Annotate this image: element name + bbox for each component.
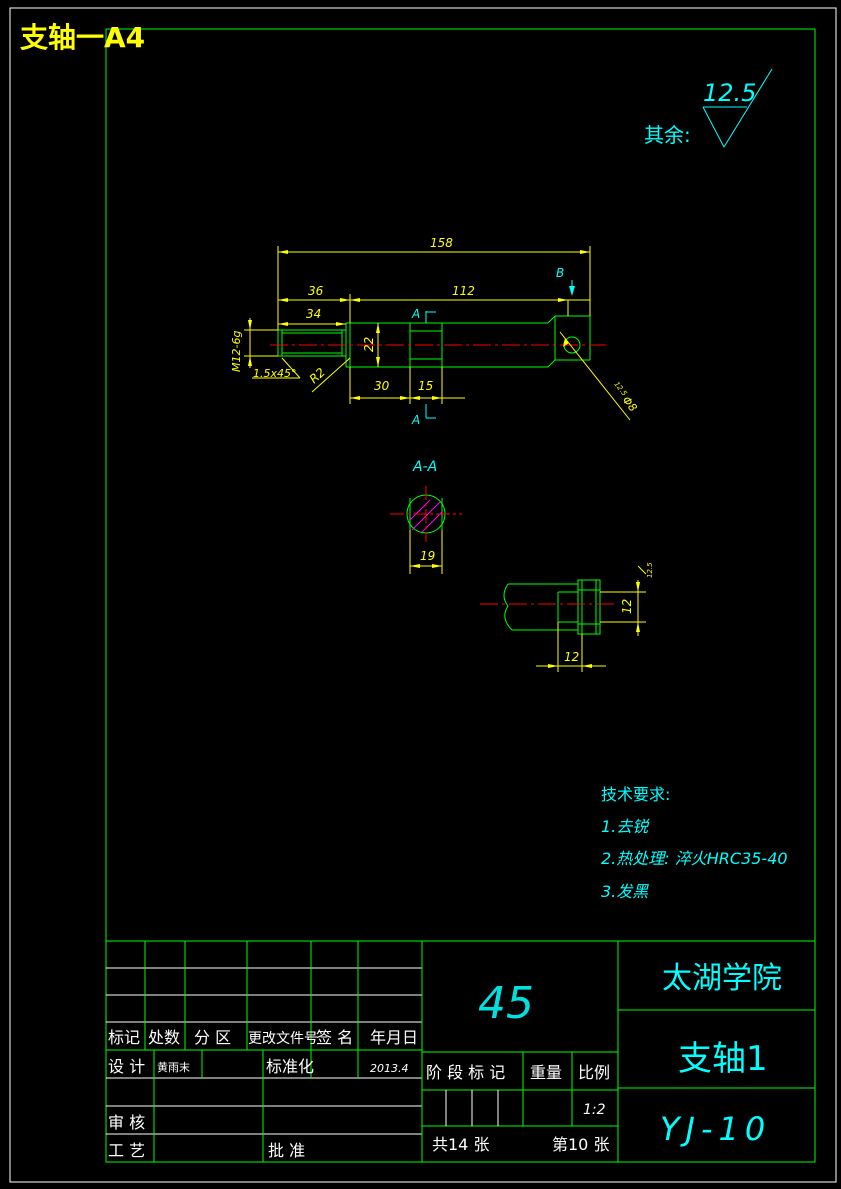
std-label: 标准化 bbox=[266, 1057, 314, 1076]
stage-label: 阶 段 标 记 bbox=[426, 1063, 505, 1082]
design-label: 设 计 bbox=[108, 1057, 145, 1076]
dim-fillet: R2 bbox=[307, 365, 328, 386]
roughness-symbol: 12.5 其余: bbox=[644, 68, 773, 148]
cut-marker-bottom: A bbox=[411, 413, 420, 427]
design-date: 2013.4 bbox=[370, 1062, 409, 1075]
detail-view-b: 12 12.5 12 bbox=[480, 562, 654, 672]
dim-thread: M12-6g bbox=[230, 331, 243, 372]
title-block: 标记 处数 分 区 更改文件号 签 名 年月日 设 计 黄雨末 标准化 2013… bbox=[106, 940, 815, 1162]
scale-value: 1:2 bbox=[583, 1102, 606, 1118]
outer-border bbox=[9, 7, 837, 1183]
main-dimensions: 158 36 112 B 34 M12-6g 1.5x45° R bbox=[230, 236, 640, 427]
section-width: 19 bbox=[420, 549, 435, 563]
approve-label: 批 准 bbox=[268, 1141, 305, 1160]
tech-requirements: 技术要求: 1.去锐 2.热处理: 淬火HRC35-40 3.发黑 bbox=[601, 785, 788, 901]
detail-width: 12 bbox=[564, 650, 579, 664]
hdr-count: 处数 bbox=[148, 1028, 180, 1047]
review-label: 审 核 bbox=[108, 1113, 145, 1132]
school-name: 太湖学院 bbox=[662, 961, 782, 996]
inner-frame bbox=[105, 28, 816, 1163]
tech-title: 技术要求: bbox=[601, 785, 670, 804]
dim-chamfer: 1.5x45° bbox=[253, 367, 297, 380]
dim-thread-length: 34 bbox=[306, 307, 321, 321]
hdr-zone: 分 区 bbox=[194, 1028, 231, 1047]
dim-pos30: 30 bbox=[374, 379, 390, 393]
tech-item-3: 3.发黑 bbox=[601, 882, 649, 901]
dim-left-length: 36 bbox=[308, 284, 324, 298]
cut-marker-top: A bbox=[411, 307, 420, 321]
sheet-number: 第10 张 bbox=[552, 1135, 609, 1154]
dim-height: 22 bbox=[362, 337, 376, 352]
weight-label: 重量 bbox=[530, 1063, 562, 1082]
sheet-title: 支轴一A4 bbox=[20, 21, 145, 54]
dim-overall: 158 bbox=[430, 236, 453, 250]
tech-item-1: 1.去锐 bbox=[601, 817, 650, 836]
dim-pos15: 15 bbox=[418, 379, 433, 393]
hdr-change-doc: 更改文件号 bbox=[248, 1031, 318, 1047]
roughness-label: 其余: bbox=[644, 123, 691, 147]
hdr-sign: 签 名 bbox=[316, 1028, 353, 1047]
dim-right-length: 112 bbox=[452, 284, 475, 298]
view-b-label: B bbox=[556, 266, 564, 280]
part-name: 支轴1 bbox=[678, 1039, 768, 1079]
total-sheets: 共14 张 bbox=[432, 1135, 489, 1154]
roughness-value: 12.5 bbox=[703, 79, 756, 107]
material: 45 bbox=[478, 978, 534, 1029]
dim-hole-rough: 12.5 bbox=[612, 380, 628, 398]
section-label: A-A bbox=[412, 459, 437, 475]
tech-item-2: 2.热处理: 淬火HRC35-40 bbox=[601, 849, 788, 868]
detail-rough: 12.5 bbox=[646, 562, 654, 578]
designer-name: 黄雨末 bbox=[157, 1060, 190, 1074]
section-a-a: A-A 19 bbox=[390, 459, 462, 574]
drawing-number: YJ-10 bbox=[660, 1110, 771, 1148]
hdr-mark: 标记 bbox=[108, 1028, 140, 1047]
scale-label: 比例 bbox=[578, 1063, 610, 1082]
shaft-main-view bbox=[270, 315, 606, 368]
process-label: 工 艺 bbox=[108, 1141, 145, 1160]
detail-height: 12 bbox=[620, 599, 634, 614]
hdr-date: 年月日 bbox=[370, 1028, 418, 1047]
